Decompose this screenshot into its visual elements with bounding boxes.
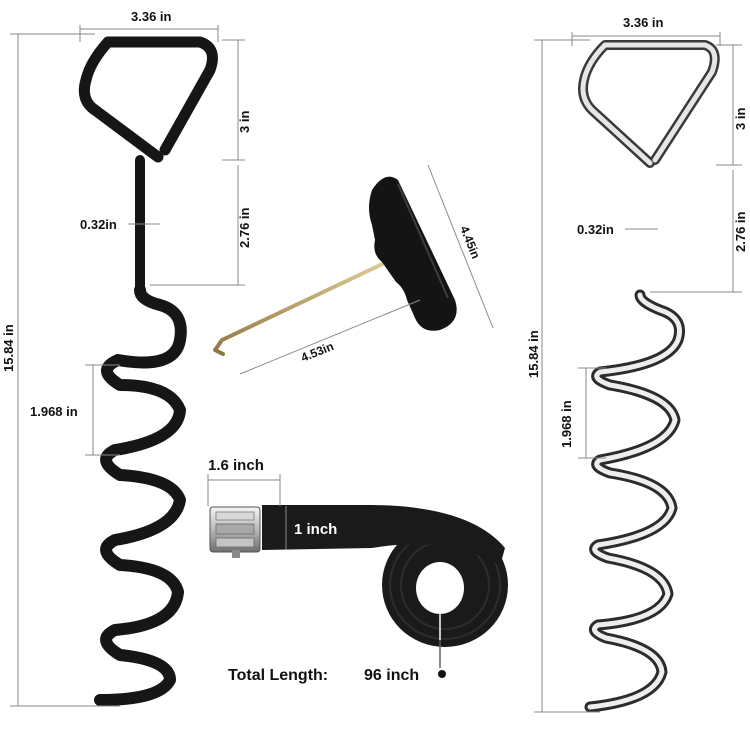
chrome-stake-handle [578, 40, 720, 168]
black-stake [78, 36, 218, 706]
t-handle-tool [213, 176, 457, 356]
tool-dimension-lines [239, 164, 494, 375]
left-diameter-label: 0.32in [80, 217, 117, 232]
total-length-value: 96 inch [364, 667, 419, 684]
left-width-label: 3.36 in [131, 9, 172, 24]
total-length-label: Total Length: [228, 667, 328, 684]
tool-rod-length-label: 4.53in [299, 339, 336, 365]
right-total-height-label: 15.84 in [526, 330, 541, 378]
right-shank-length-label: 2.76 in [733, 211, 748, 252]
left-total-height-label: 15.84 in [1, 324, 16, 372]
tool-handle-length-label: 4.45in [457, 224, 483, 261]
left-shank-length-label: 2.76 in [237, 207, 252, 248]
strap-dimension-lines [207, 474, 446, 678]
right-diameter-label: 0.32in [577, 222, 614, 237]
left-pitch-label: 1.968 in [30, 404, 78, 419]
strap-width-label: 1 inch [294, 521, 337, 538]
ratchet-strap [209, 505, 508, 647]
right-width-label: 3.36 in [623, 15, 664, 30]
black-stake-handle [78, 36, 218, 163]
black-stake-spiral [94, 284, 187, 706]
total-length-marker [438, 670, 446, 678]
right-dimension-lines [534, 32, 742, 713]
tool-handle [369, 176, 457, 331]
strap-width-horizontal-label: 1.6 inch [208, 457, 264, 474]
left-dimension-lines [10, 25, 245, 707]
right-loop-height-label: 3 in [733, 108, 748, 130]
left-loop-height-label: 3 in [237, 111, 252, 133]
chrome-stake [578, 40, 720, 713]
right-pitch-label: 1.968 in [559, 400, 574, 448]
strap-band [262, 505, 505, 566]
tool-rod [213, 256, 397, 356]
